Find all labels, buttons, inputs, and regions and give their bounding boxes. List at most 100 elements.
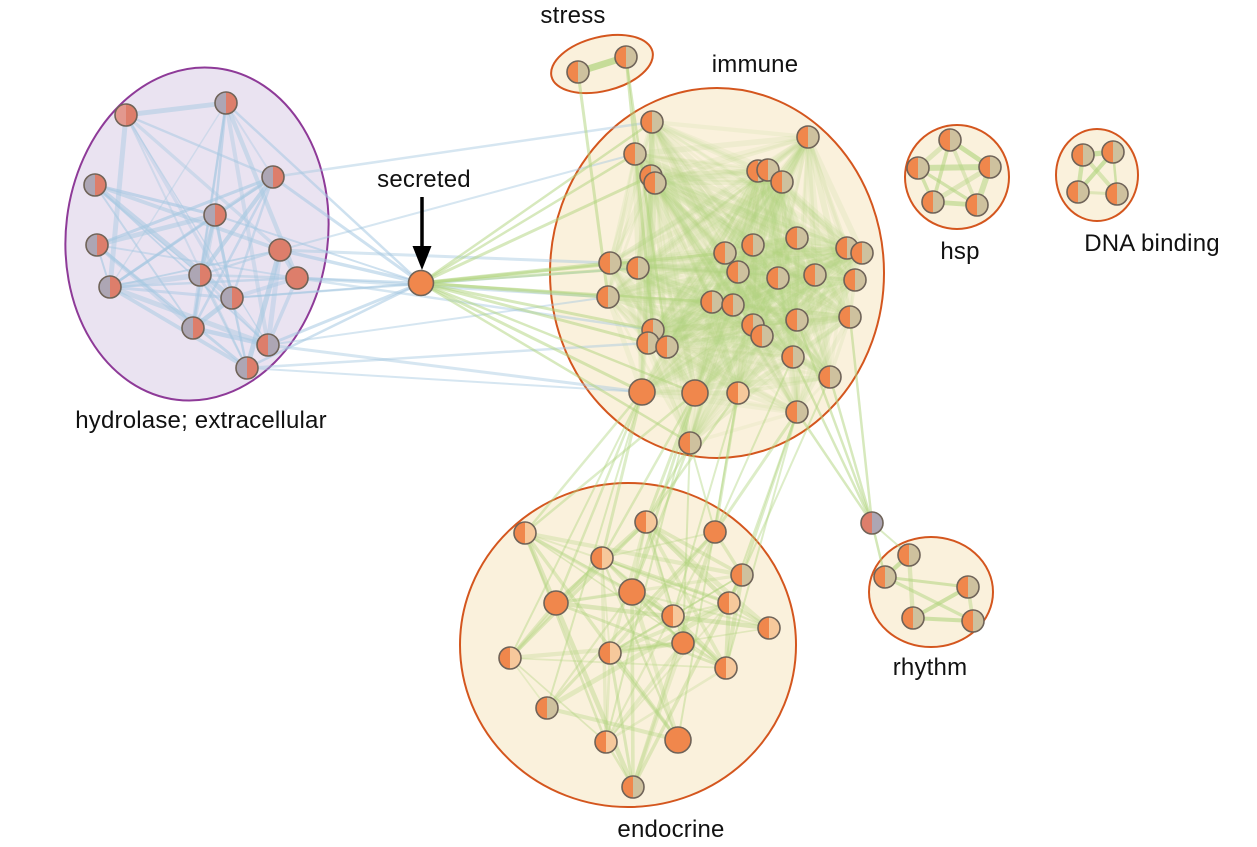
node-endocrine[interactable]	[730, 563, 754, 587]
node-immune[interactable]	[626, 256, 650, 280]
node-immune[interactable]	[596, 285, 620, 309]
node-endocrine[interactable]	[717, 591, 741, 615]
node-dna_binding[interactable]	[1066, 180, 1090, 204]
node-immune[interactable]	[843, 268, 867, 292]
node-hydrolase[interactable]	[83, 173, 107, 197]
node-hydrolase[interactable]	[261, 165, 285, 189]
node-immune[interactable]	[655, 335, 679, 359]
node-dna_binding[interactable]	[1105, 182, 1129, 206]
node-endocrine[interactable]	[634, 510, 658, 534]
node-endocrine[interactable]	[594, 730, 618, 754]
node-endocrine[interactable]	[621, 775, 645, 799]
node-hsp[interactable]	[906, 156, 930, 180]
node-dna_binding[interactable]	[1101, 140, 1125, 164]
node-hsp[interactable]	[978, 155, 1002, 179]
node-endocrine[interactable]	[598, 641, 622, 665]
node-endocrine[interactable]	[535, 696, 559, 720]
node-endocrine[interactable]	[703, 520, 727, 544]
network-edge	[95, 243, 249, 370]
node-immune[interactable]	[850, 241, 874, 265]
node-immune[interactable]	[678, 431, 702, 455]
node-immune[interactable]	[628, 378, 656, 406]
node-immune[interactable]	[721, 293, 745, 317]
node-stress[interactable]	[566, 60, 590, 84]
node-stress[interactable]	[614, 45, 638, 69]
node-endocrine[interactable]	[543, 590, 569, 616]
network-edge	[790, 245, 850, 360]
node-hydrolase[interactable]	[203, 203, 227, 227]
node-immune[interactable]	[681, 379, 709, 407]
network-edge	[606, 174, 653, 299]
node-immune[interactable]	[741, 233, 765, 257]
node-rhythm[interactable]	[901, 606, 925, 630]
network-edge	[692, 390, 800, 415]
node-endocrine[interactable]	[513, 521, 537, 545]
network-edge	[731, 251, 864, 307]
node-immune[interactable]	[785, 226, 809, 250]
node-immune[interactable]	[766, 266, 790, 290]
network-edge	[722, 168, 761, 256]
node-endocrine[interactable]	[714, 656, 738, 680]
node-outlier[interactable]	[860, 511, 884, 535]
node-hsp[interactable]	[921, 190, 945, 214]
network-edge	[231, 282, 422, 299]
node-immune[interactable]	[726, 260, 750, 284]
node-immune[interactable]	[640, 110, 664, 134]
network-edge	[765, 167, 800, 415]
node-immune[interactable]	[781, 345, 805, 369]
network-edge	[632, 151, 850, 251]
node-immune[interactable]	[785, 400, 809, 424]
node-endocrine[interactable]	[498, 646, 522, 670]
node-endocrine[interactable]	[618, 578, 646, 606]
node-endocrine[interactable]	[757, 616, 781, 640]
node-hydrolase[interactable]	[220, 286, 244, 310]
node-immune[interactable]	[818, 365, 842, 389]
node-endocrine[interactable]	[590, 546, 614, 570]
node-hydrolase[interactable]	[114, 103, 138, 127]
node-immune[interactable]	[700, 290, 724, 314]
node-immune[interactable]	[750, 324, 774, 348]
network-edge	[775, 179, 785, 281]
network-edge	[649, 174, 714, 304]
node-hydrolase[interactable]	[268, 238, 292, 262]
node-immune[interactable]	[796, 125, 820, 149]
node-immune[interactable]	[726, 381, 750, 405]
node-immune[interactable]	[598, 251, 622, 275]
node-hydrolase[interactable]	[85, 233, 109, 257]
network-edge	[663, 274, 782, 351]
node-endocrine[interactable]	[664, 726, 692, 754]
node-rhythm[interactable]	[873, 565, 897, 589]
node-hydrolase[interactable]	[214, 91, 238, 115]
node-hsp[interactable]	[938, 128, 962, 152]
node-immune[interactable]	[770, 170, 794, 194]
node-hydrolase[interactable]	[235, 356, 259, 380]
network-edge	[94, 212, 218, 248]
node-hydrolase[interactable]	[188, 263, 212, 287]
node-secreted[interactable]	[407, 269, 435, 297]
node-immune[interactable]	[803, 263, 827, 287]
node-immune[interactable]	[623, 142, 647, 166]
node-dna_binding[interactable]	[1071, 143, 1095, 167]
node-hydrolase[interactable]	[256, 333, 280, 357]
node-immune[interactable]	[643, 171, 667, 195]
node-endocrine[interactable]	[671, 631, 695, 655]
network-edge	[709, 235, 800, 305]
node-rhythm[interactable]	[956, 575, 980, 599]
node-rhythm[interactable]	[897, 543, 921, 567]
node-hydrolase[interactable]	[181, 316, 205, 340]
node-endocrine[interactable]	[661, 604, 685, 628]
network-edge	[108, 285, 249, 370]
node-immune[interactable]	[838, 305, 862, 329]
network-edge	[665, 303, 735, 349]
node-hydrolase[interactable]	[98, 275, 122, 299]
node-hsp[interactable]	[965, 193, 989, 217]
network-edge	[755, 168, 800, 241]
network-edge	[710, 168, 770, 304]
node-hydrolase[interactable]	[285, 266, 309, 290]
node-rhythm[interactable]	[961, 609, 985, 633]
network-edge	[419, 281, 655, 332]
node-immune[interactable]	[636, 331, 660, 355]
node-immune[interactable]	[785, 308, 809, 332]
network-edge	[545, 530, 717, 710]
node-immune[interactable]	[713, 241, 737, 265]
